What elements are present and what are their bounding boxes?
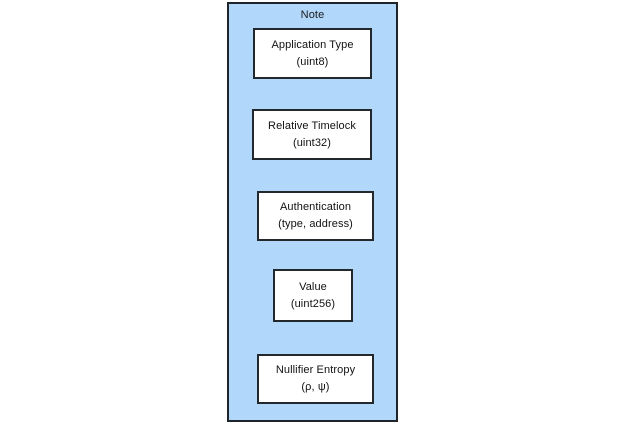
field-label: Nullifier Entropy <box>275 364 356 376</box>
field-type: (uint256) <box>290 297 336 310</box>
field-box-relative-timelock: Relative Timelock (uint32) <box>252 109 372 160</box>
note-container: Note Application Type (uint8) Relative T… <box>227 2 398 422</box>
field-type: (uint8) <box>296 55 329 68</box>
note-title: Note <box>300 9 325 21</box>
field-label: Application Type <box>271 38 354 51</box>
field-box-application-type: Application Type (uint8) <box>253 28 372 79</box>
field-type: (uint32) <box>292 136 332 149</box>
field-label: Authentication <box>279 201 352 213</box>
field-box-nullifier-entropy: Nullifier Entropy (ρ, ψ) <box>257 354 374 404</box>
field-label: Value <box>299 280 327 293</box>
field-type: (ρ, ψ) <box>301 381 330 393</box>
field-label: Relative Timelock <box>268 119 356 132</box>
field-box-value: Value (uint256) <box>273 269 353 322</box>
field-box-authentication: Authentication (type, address) <box>257 191 374 241</box>
field-type: (type, address) <box>278 218 353 230</box>
